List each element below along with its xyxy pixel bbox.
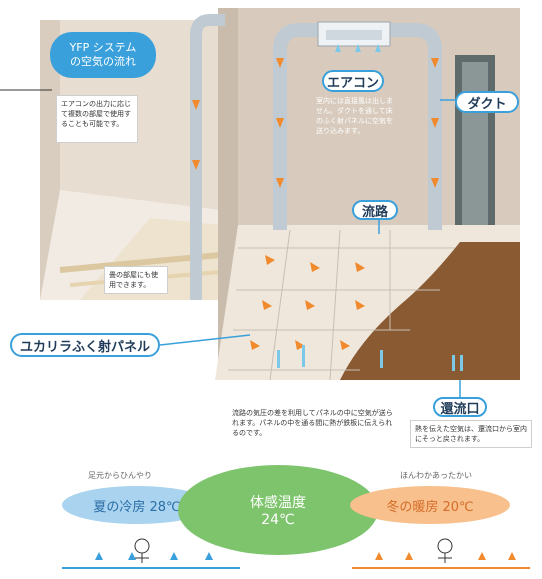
warm-arrows — [375, 552, 516, 560]
aircon-vent — [326, 30, 382, 40]
aircon-arrows — [335, 44, 381, 52]
return-note: 熱を伝えた空気は、還流口から室内にそっと戻されます。 — [410, 420, 532, 448]
center-label-1: 体感温度 — [250, 495, 306, 511]
duct-left — [273, 23, 325, 230]
warm-label: 冬の暖房 20℃ — [386, 499, 474, 515]
cool-caption: 足元からひんやり — [88, 471, 152, 480]
warm-person-icon — [437, 538, 453, 563]
center-blob: 体感温度 24℃ — [178, 465, 378, 555]
duct-left-room — [190, 14, 225, 300]
title-line-1: YFP システム — [69, 41, 137, 54]
aircon-note: 室内には直接風は出しません。ダクトを通して床のふく射パネルに空気を送り込みます。 — [316, 97, 393, 135]
panel-grid — [228, 229, 455, 381]
duct-arrows — [192, 58, 439, 188]
left-room-note: エアコンの出力に応じて複数の部屋で使用することも可能です。 — [56, 95, 138, 143]
return-arrows — [277, 345, 463, 371]
title-line-2: の空気の流れ — [70, 55, 136, 68]
center-label-2: 24℃ — [261, 512, 295, 528]
panel-arrows — [250, 255, 365, 350]
duct-label: ダクト — [455, 91, 519, 113]
cool-arrows — [95, 552, 213, 560]
duct-right — [385, 23, 442, 230]
cool-person-icon — [134, 538, 150, 563]
channel-label: 流路 — [352, 200, 398, 220]
panel-note: 流路の気圧の差を利用してパネルの中に空気が送られます。パネルの中を通る間に熱が鉄… — [228, 405, 398, 439]
title-bubble: YFP システム の空気の流れ — [50, 32, 156, 78]
return-port-label: 還流口 — [433, 397, 487, 417]
warm-blob: 冬の暖房 20℃ — [350, 486, 510, 524]
cool-label: 夏の冷房 28℃ — [93, 499, 181, 515]
aircon-label: エアコン — [322, 70, 384, 92]
warm-caption: ほんわかあったかい — [400, 471, 472, 480]
panel-label: ユカリラふく射パネル — [10, 333, 160, 357]
tatami-note: 畳の部屋にも使用できます。 — [104, 266, 168, 294]
panel-pointer — [159, 334, 251, 346]
wood-floor — [340, 242, 520, 380]
